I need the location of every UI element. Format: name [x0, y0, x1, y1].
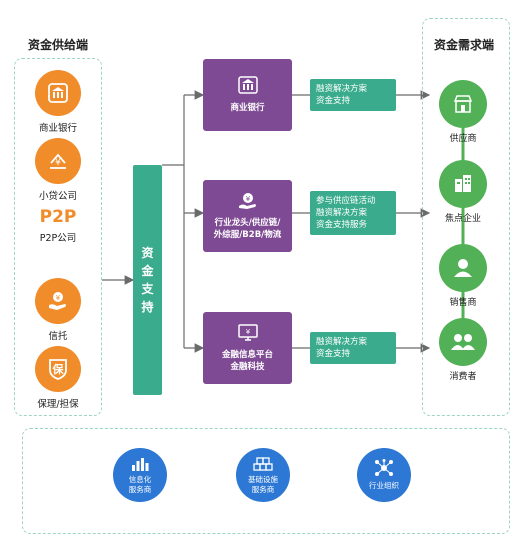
support-char: 持: [141, 300, 154, 314]
svg-text:¥: ¥: [55, 158, 61, 168]
svg-text:¥: ¥: [245, 328, 250, 336]
shield-icon: 保: [35, 346, 81, 392]
middle-box-text: 商业银行: [230, 103, 265, 113]
solution-box-1: 融资解决方案 资金支持: [310, 79, 396, 111]
building-icon: [439, 160, 487, 208]
demand-item-core-enterprise: 焦点企业: [433, 160, 493, 224]
p2p-badge: P2P: [39, 207, 77, 227]
bottom-item-text: 信息化: [128, 474, 152, 484]
middle-box-bank: 商业银行: [203, 59, 292, 131]
solution-box-3: 融资解决方案 资金支持: [310, 332, 396, 364]
supply-item-label: P2P公司: [39, 233, 77, 244]
bank-icon: [237, 76, 258, 98]
bottom-item-infrastructure: 基础设施 服务商: [236, 448, 290, 502]
yuan-hand-icon: ¥: [237, 192, 259, 214]
supply-item-label: 信托: [48, 331, 68, 342]
solution-text: 资金支持: [316, 349, 351, 359]
network-icon: [374, 459, 394, 481]
solution-text: 融资解决方案: [316, 337, 368, 347]
supply-item-microloan: ¥ 小贷公司: [18, 138, 98, 202]
supply-item-label: 小贷公司: [38, 191, 77, 202]
middle-box-text: 金融科技: [230, 361, 265, 372]
supply-item-label: 保理/担保: [37, 399, 79, 410]
bottom-item-industry-org: 行业组织: [357, 448, 411, 502]
bottom-item-text: 服务商: [128, 484, 152, 494]
supply-item-p2p: P2P P2P公司: [18, 206, 98, 244]
yuan-hand-coin-icon: ¥: [35, 278, 81, 324]
demand-item-supplier: 供应商: [433, 80, 493, 144]
support-char: 支: [141, 282, 154, 296]
yuan-hand-icon: ¥: [35, 138, 81, 184]
supply-item-trust: ¥ 信托: [18, 278, 98, 342]
funding-support-column: 资 金 支 持: [133, 165, 162, 395]
support-char: 金: [141, 264, 154, 278]
shield-badge-text: 保: [52, 362, 65, 376]
supply-item-label: 商业银行: [38, 123, 77, 134]
demand-item-label: 供应商: [449, 134, 477, 144]
support-char: 资: [141, 246, 154, 260]
solution-text: 融资解决方案: [316, 84, 368, 94]
supply-item-factoring: 保 保理/担保: [18, 346, 98, 410]
bank-icon: [35, 70, 81, 116]
solution-text: 资金支持服务: [316, 220, 368, 230]
demand-item-label: 销售商: [449, 298, 477, 308]
supply-panel: [14, 58, 102, 416]
supply-item-bank: 商业银行: [18, 70, 98, 134]
solution-text: 融资解决方案: [316, 208, 368, 218]
svg-text:¥: ¥: [245, 195, 250, 203]
solution-text: 资金支持: [316, 96, 351, 106]
demand-item-consumer: 消费者: [433, 318, 493, 382]
middle-box-text: 外综服/B2B/物流: [213, 229, 282, 240]
demand-item-label: 焦点企业: [444, 214, 481, 224]
demand-item-distributor: 销售商: [433, 244, 493, 308]
bar-chart-icon: [131, 456, 149, 475]
monitor-yuan-icon: ¥: [237, 323, 259, 346]
svg-text:¥: ¥: [56, 294, 61, 302]
bottom-item-text: 行业组织: [369, 481, 399, 490]
bottom-item-text: 基础设施: [248, 474, 278, 484]
demand-item-label: 消费者: [449, 372, 477, 382]
shop-icon: [439, 80, 487, 128]
middle-box-supply-chain: ¥ 行业龙头/供应链/ 外综服/B2B/物流: [203, 180, 292, 252]
bottom-item-text: 服务商: [251, 484, 275, 494]
solution-text: 参与供应链活动: [316, 196, 376, 206]
cubes-icon: [253, 456, 273, 475]
solution-box-2: 参与供应链活动 融资解决方案 资金支持服务: [310, 191, 396, 235]
supply-title: 资金供给端: [27, 38, 88, 52]
person-icon: [439, 244, 487, 292]
middle-box-fintech: ¥ 金融信息平台 金融科技: [203, 312, 292, 384]
demand-panel: [422, 18, 510, 416]
bottom-item-it: 信息化 服务商: [113, 448, 167, 502]
service-provider-panel: [22, 428, 510, 534]
middle-box-text: 行业龙头/供应链/: [214, 217, 281, 228]
middle-box-text: 金融信息平台: [221, 349, 273, 360]
demand-title: 资金需求端: [433, 38, 494, 52]
people-icon: [439, 318, 487, 366]
